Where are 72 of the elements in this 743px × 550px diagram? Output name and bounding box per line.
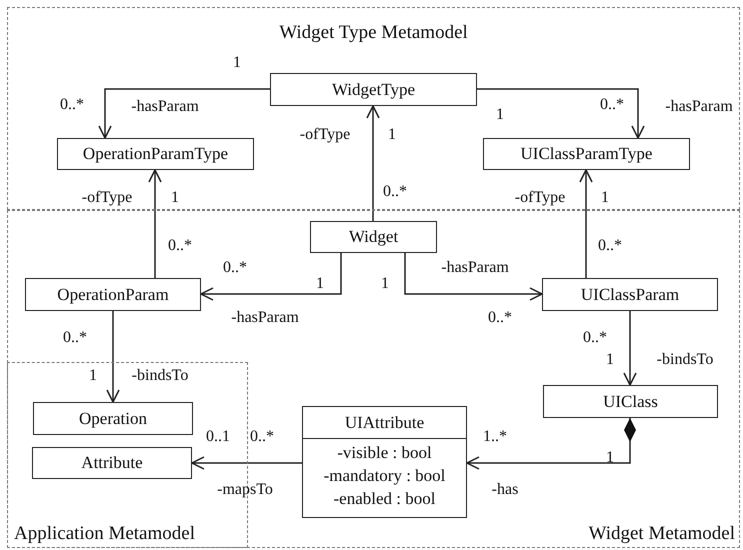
class-name: UIClassParam bbox=[580, 284, 680, 304]
association-arrow bbox=[366, 105, 380, 221]
multiplicity: 0..* bbox=[63, 330, 87, 346]
multiplicity: 1 bbox=[388, 127, 396, 143]
package-title: Widget Metamodel bbox=[588, 523, 735, 545]
class-box bbox=[542, 278, 718, 311]
role-name: -has bbox=[492, 482, 518, 498]
association-arrow bbox=[623, 311, 637, 386]
role-name: -ofType bbox=[514, 190, 566, 206]
class-name: WidgetType bbox=[332, 80, 416, 100]
association-arrow bbox=[191, 456, 302, 470]
attribute-text: -mandatory : bool bbox=[324, 464, 446, 487]
multiplicity: 0..* bbox=[600, 97, 624, 113]
class-name: Widget bbox=[348, 227, 398, 247]
composition-arrow bbox=[466, 418, 636, 470]
multiplicity: 1 bbox=[601, 190, 609, 206]
class-name: UIClassParamType bbox=[520, 144, 652, 164]
multiplicity: 1 bbox=[316, 276, 324, 292]
package-frame bbox=[7, 7, 740, 210]
multiplicity: 0..* bbox=[250, 429, 274, 445]
role-name: -hasParam bbox=[441, 260, 509, 276]
role-name: -ofType bbox=[300, 127, 350, 143]
multiplicity: 1 bbox=[233, 55, 241, 71]
package-title: Widget Type Metamodel bbox=[279, 22, 468, 44]
association-arrow bbox=[98, 88, 270, 139]
class-box bbox=[310, 221, 437, 253]
association-arrow bbox=[477, 88, 645, 139]
class-box bbox=[270, 73, 477, 106]
multiplicity: 0..* bbox=[223, 260, 247, 276]
class-name: UIAttribute bbox=[344, 412, 424, 432]
role-name: -bindsTo bbox=[656, 352, 714, 368]
association-arrow bbox=[106, 311, 120, 403]
multiplicity: 0..* bbox=[598, 238, 622, 254]
multiplicity: 1 bbox=[171, 190, 179, 206]
multiplicity: 0..* bbox=[583, 330, 607, 346]
class-box bbox=[25, 278, 201, 311]
class-name: Attribute bbox=[81, 453, 143, 473]
attribute-text: -enabled : bool bbox=[334, 488, 436, 510]
multiplicity: 1 bbox=[606, 450, 614, 466]
class-box bbox=[543, 385, 718, 418]
package-frame bbox=[7, 210, 740, 548]
class-name: OperationParam bbox=[57, 284, 169, 304]
multiplicity: 0..* bbox=[168, 238, 192, 254]
multiplicity: 0..* bbox=[60, 97, 84, 113]
multiplicity: 0..1 bbox=[206, 429, 230, 445]
class-name: OperationParamType bbox=[82, 144, 228, 164]
class-name: Operation bbox=[79, 408, 147, 428]
multiplicity: 1 bbox=[381, 276, 389, 292]
multiplicity: 1 bbox=[89, 368, 97, 384]
role-name: -hasParam bbox=[231, 310, 299, 326]
role-name: -bindsTo bbox=[132, 368, 188, 384]
package-title: Application Metamodel bbox=[14, 523, 195, 545]
role-name: -ofType bbox=[82, 190, 132, 206]
role-name: -hasParam bbox=[665, 99, 733, 115]
role-name: -mapsTo bbox=[217, 482, 273, 498]
association-arrow bbox=[200, 253, 342, 301]
multiplicity: 1..* bbox=[483, 429, 507, 445]
class-name: UIClass bbox=[603, 392, 658, 412]
class-box bbox=[57, 138, 254, 170]
multiplicity: 1 bbox=[496, 107, 504, 123]
association-arrow bbox=[148, 169, 162, 278]
class-box bbox=[32, 447, 192, 479]
multiplicity: 0..* bbox=[488, 310, 512, 326]
role-name: -hasParam bbox=[131, 99, 199, 115]
association-arrow bbox=[579, 169, 593, 278]
class-box bbox=[302, 406, 467, 518]
association-arrow bbox=[404, 253, 543, 301]
multiplicity: 1 bbox=[606, 352, 614, 368]
class-box bbox=[483, 138, 690, 170]
attribute-text: -visible : bool bbox=[337, 442, 432, 464]
class-box bbox=[33, 402, 193, 435]
multiplicity: 0..* bbox=[383, 184, 407, 200]
